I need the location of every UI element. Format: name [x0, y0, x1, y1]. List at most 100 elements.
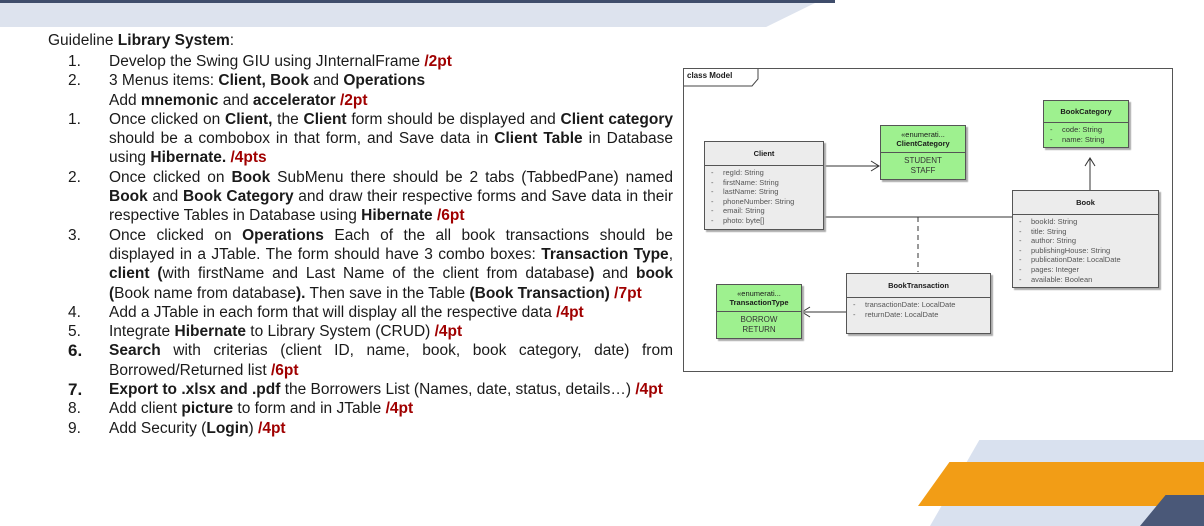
- document-title: Guideline Library System:: [48, 31, 673, 51]
- task-text: and: [218, 91, 253, 109]
- bold-text: ).: [295, 284, 306, 302]
- class-attribute: -code: String: [1050, 125, 1124, 135]
- book-bookcategory-arrowhead: [1084, 157, 1096, 167]
- visibility-marker: -: [1050, 125, 1053, 134]
- transaction-type-arrowhead: [801, 306, 811, 318]
- task-text: to form and in JTable: [233, 400, 386, 418]
- points-label: /6pt: [436, 207, 465, 225]
- top-band-dark: [0, 0, 835, 3]
- points-label: /4pts: [230, 149, 267, 167]
- class-attribute: -title: String: [1019, 227, 1154, 237]
- class-book-transaction: BookTransaction -transactionDate: LocalD…: [846, 273, 991, 335]
- points-label: /2pt: [424, 53, 452, 70]
- visibility-marker: -: [1019, 264, 1022, 274]
- task-number: 1.: [68, 110, 81, 128]
- enum-value: STUDENT: [904, 156, 942, 165]
- title-system-name: Library System: [117, 32, 230, 49]
- class-name: BookTransaction: [847, 274, 990, 298]
- corner-decoration-orange: [918, 462, 1204, 506]
- points-label: /7pt: [614, 284, 642, 302]
- bold-text: Client category: [560, 110, 673, 128]
- class-attribute: -returnDate: LocalDate: [853, 310, 986, 320]
- attribute-text: name: String: [1062, 134, 1105, 144]
- class-attribute: -publicationDate: LocalDate: [1019, 255, 1154, 265]
- visibility-marker: -: [853, 309, 856, 319]
- task-text: with criterias (client ID, name, book, b…: [109, 342, 673, 379]
- visibility-marker: -: [711, 177, 714, 187]
- task-text: ,: [668, 245, 673, 263]
- task-text: SubMenu there should be 2 tabs (TabbedPa…: [270, 168, 674, 186]
- class-attribute: -firstName: String: [711, 178, 819, 188]
- bold-text: Search: [109, 342, 161, 360]
- attribute-text: author: String: [1031, 236, 1077, 246]
- class-client: Client -regId: String-firstName: String-…: [704, 141, 824, 230]
- class-attribute: -email: String: [711, 206, 819, 216]
- class-name: Book: [1013, 191, 1158, 215]
- enum-value: RETURN: [742, 325, 776, 334]
- attribute-text: lastName: String: [723, 187, 779, 197]
- bold-text: client (: [109, 265, 163, 283]
- class-attribute: -author: String: [1019, 236, 1154, 246]
- visibility-marker: -: [711, 187, 714, 197]
- task-number: 7.: [68, 380, 83, 400]
- top-decorative-band: [0, 0, 1204, 30]
- task-text: Integrate: [109, 323, 175, 341]
- bold-text: Operations: [343, 72, 426, 90]
- class-attribute: -pages: Integer: [1019, 265, 1154, 275]
- task-number: 9.: [68, 419, 81, 437]
- task-number: 2.: [68, 72, 81, 90]
- class-book: Book -bookId: String-title: String-autho…: [1012, 190, 1159, 289]
- task-item: 8.Add client picture to form and in JTab…: [48, 399, 673, 418]
- class-attribute: -name: String: [1050, 135, 1124, 145]
- class-attribute: -bookId: String: [1019, 217, 1154, 227]
- task-number: 6.: [68, 341, 83, 361]
- visibility-marker: -: [1019, 236, 1022, 246]
- task-text: and: [594, 265, 636, 283]
- bold-text: Client Table: [494, 130, 583, 148]
- guideline-document: Guideline Library System: 1.Develop the …: [48, 31, 673, 438]
- bold-text: Client,: [225, 110, 273, 128]
- task-text: ): [248, 419, 259, 437]
- visibility-marker: -: [1050, 134, 1053, 144]
- class-attributes: -code: String-name: String: [1044, 123, 1128, 147]
- task-text: the: [272, 110, 304, 128]
- enum-stereotype: «enumerati...: [901, 130, 945, 139]
- class-attribute: -photo: byte[]: [711, 216, 819, 226]
- bold-text: mnemonic: [140, 91, 219, 109]
- visibility-marker: -: [1019, 217, 1022, 226]
- task-number: 5.: [68, 323, 81, 341]
- class-attributes: -regId: String-firstName: String-lastNam…: [705, 166, 823, 229]
- class-attribute: -regId: String: [711, 168, 819, 178]
- task-text: to Library System (CRUD): [246, 323, 435, 341]
- points-label: /2pt: [339, 91, 368, 109]
- attribute-text: publicationDate: LocalDate: [1031, 255, 1121, 265]
- visibility-marker: -: [853, 300, 856, 309]
- class-attributes: -transactionDate: LocalDate-returnDate: …: [847, 298, 990, 333]
- bold-text: Login: [206, 419, 249, 437]
- attribute-text: bookId: String: [1031, 217, 1078, 226]
- bold-text: Export to .xlsx and .pdf: [109, 381, 281, 399]
- attribute-text: code: String: [1062, 125, 1103, 134]
- visibility-marker: -: [1019, 255, 1022, 265]
- top-band-light: [0, 3, 815, 27]
- attribute-text: photo: byte[]: [723, 215, 765, 225]
- points-label: /4pt: [385, 400, 414, 418]
- attribute-text: returnDate: LocalDate: [865, 309, 939, 319]
- bold-text: ): [589, 265, 595, 283]
- task-item: 7.Export to .xlsx and .pdf the Borrowers…: [48, 380, 673, 399]
- bold-text: Hibernate: [174, 323, 247, 341]
- task-text: with firstName and Last Name of the clie…: [162, 265, 590, 283]
- class-name: Client: [705, 142, 823, 166]
- bold-text: Book: [231, 168, 271, 186]
- class-attribute: -available: Boolean: [1019, 275, 1154, 285]
- title-prefix: Guideline: [48, 32, 118, 49]
- class-attribute: -transactionDate: LocalDate: [853, 300, 986, 310]
- task-item: 4.Add a JTable in each form that will di…: [48, 303, 673, 322]
- bold-text: picture: [181, 400, 234, 418]
- title-suffix: :: [229, 32, 235, 49]
- task-item: 1.Develop the Swing GIU using JInternalF…: [48, 52, 673, 71]
- class-attribute: -publishingHouse: String: [1019, 246, 1154, 256]
- enum-header: «enumerati... ClientCategory: [881, 126, 965, 153]
- task-text: Each of the all book transactions should…: [109, 226, 673, 263]
